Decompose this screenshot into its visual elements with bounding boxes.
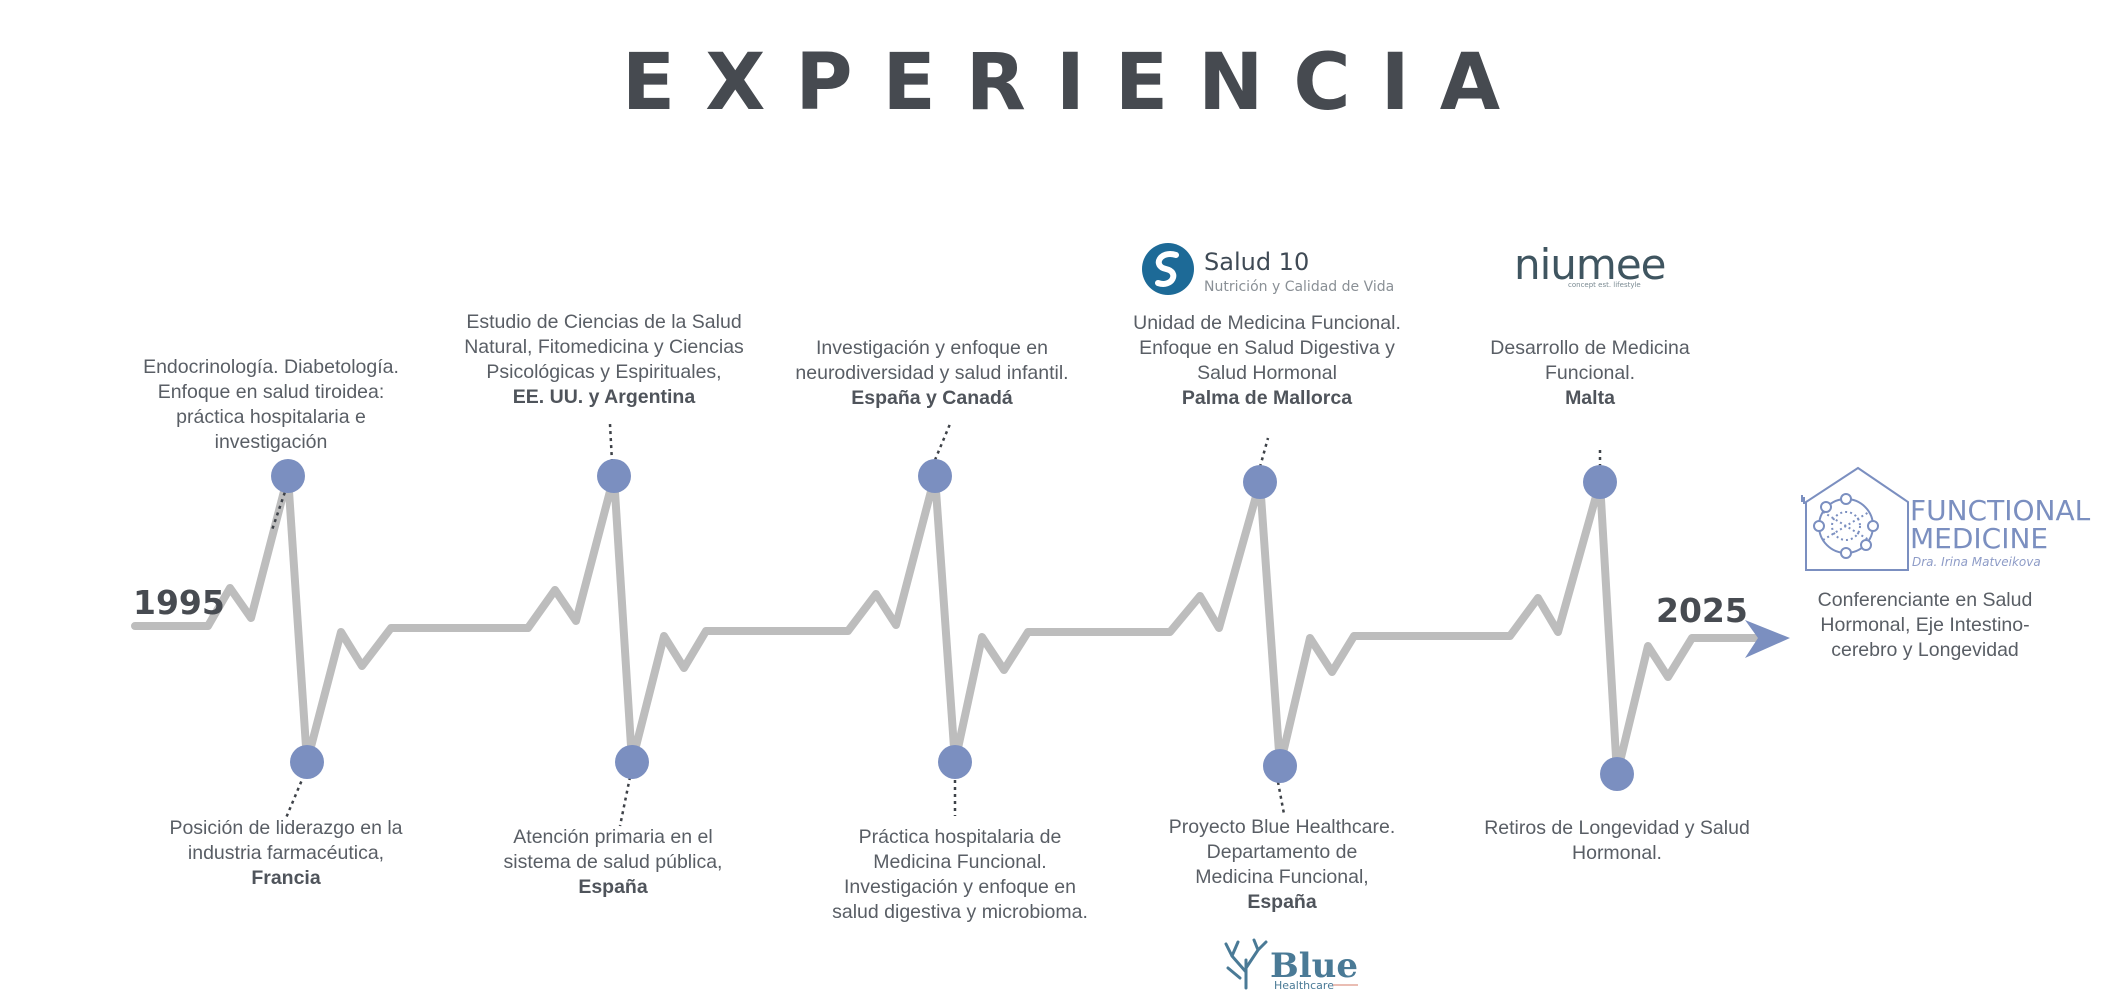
salud10-tagline: Nutrición y Calidad de Vida <box>1204 279 1394 295</box>
caption-m10: Retiros de Longevidad y Salud Hormonal. <box>1467 816 1767 866</box>
functional-medicine-logo: FUNCTIONAL MEDICINE Dra. Irina Matveikov… <box>1801 466 2091 571</box>
node-m4 <box>615 745 649 779</box>
caption-line: Enfoque en salud tiroidea: <box>157 381 385 403</box>
caption-line: Conferenciante en Salud <box>1817 589 2033 611</box>
salud10-name: Salud 10 <box>1204 248 1309 276</box>
caption-line: Proyecto Blue Healthcare. <box>1168 816 1396 838</box>
niumee-tagline: concept est. lifestyle <box>1568 281 1641 289</box>
caption-m7: Unidad de Medicina Funcional. Enfoque en… <box>1107 311 1427 411</box>
connector-m8 <box>1276 781 1286 815</box>
end-arrow-icon <box>1745 620 1790 658</box>
caption-line: Estudio de Ciencias de la Salud <box>466 311 742 333</box>
caption-line: Atención primaria en el <box>513 826 713 848</box>
caption-line: Posición de liderazgo en la <box>169 817 403 839</box>
niumee-logo: niumee concept est. lifestyle <box>1514 240 1667 289</box>
caption-place: Francia <box>251 867 321 889</box>
caption-line: cerebro y Longevidad <box>1831 639 2019 661</box>
connector-m5 <box>933 423 952 461</box>
caption-m11: Conferenciante en Salud Hormonal, Eje In… <box>1800 588 2050 663</box>
page-title: EXPERIENCIA <box>621 38 1531 128</box>
caption-m4: Atención primaria en el sistema de salud… <box>463 825 763 900</box>
caption-line: Medicina Funcional. <box>873 851 1047 873</box>
caption-m9: Desarrollo de Medicina Funcional. Malta <box>1465 336 1715 411</box>
node-m10 <box>1600 757 1634 791</box>
connector-m1 <box>270 485 289 531</box>
connector-m3 <box>608 423 614 463</box>
blue-healthcare-logo: Blue Healthcare <box>1224 938 1358 992</box>
start-year: 1995 <box>133 583 225 622</box>
coral-icon <box>1224 938 1268 990</box>
caption-line: Endocrinología. Diabetología. <box>143 356 399 378</box>
caption-place: EE. UU. y Argentina <box>512 386 696 408</box>
caption-line: Medicina Funcional, <box>1195 866 1369 888</box>
caption-place: España y Canadá <box>851 387 1013 409</box>
connector-m7 <box>1258 437 1270 468</box>
caption-line: Funcional. <box>1545 362 1635 384</box>
caption-m1: Endocrinología. Diabetología. Enfoque en… <box>121 355 421 455</box>
connectors <box>270 423 1602 827</box>
caption-line: práctica hospitalaria e <box>176 406 366 428</box>
caption-line: Retiros de Longevidad y Salud <box>1484 817 1750 839</box>
node-m2 <box>290 745 324 779</box>
end-year: 2025 <box>1656 591 1748 630</box>
caption-line: Natural, Fitomedicina y Ciencias <box>464 336 744 358</box>
caption-m2: Posición de liderazgo en la industria fa… <box>136 816 436 891</box>
caption-place: España <box>578 876 648 898</box>
caption-m6: Práctica hospitalaria de Medicina Funcio… <box>800 825 1120 925</box>
functional-signature: Dra. Irina Matveikova <box>1912 555 2041 569</box>
heartbeat-line <box>131 472 1764 778</box>
caption-line: investigación <box>214 431 328 453</box>
node-m6 <box>938 745 972 779</box>
niumee-name: niumee <box>1514 240 1666 289</box>
caption-line: Enfoque en Salud Digestiva y <box>1139 337 1395 359</box>
caption-line: Investigación y enfoque en <box>815 337 1048 359</box>
node-m9 <box>1583 465 1617 499</box>
caption-place: España <box>1247 891 1317 913</box>
blue-tagline: Healthcare <box>1274 979 1334 992</box>
caption-line: Hormonal, Eje Intestino- <box>1820 614 2030 636</box>
node-m1 <box>271 459 305 493</box>
functional-line1: FUNCTIONAL <box>1910 494 2091 527</box>
caption-line: Desarrollo de Medicina <box>1490 337 1690 359</box>
caption-m8: Proyecto Blue Healthcare. Departamento d… <box>1132 815 1432 915</box>
caption-place: Malta <box>1565 387 1615 409</box>
blue-name: Blue <box>1270 946 1358 986</box>
caption-place: Palma de Mallorca <box>1181 387 1353 409</box>
node-m3 <box>597 459 631 493</box>
caption-m5: Investigación y enfoque en neurodiversid… <box>772 336 1092 411</box>
caption-line: Salud Hormonal <box>1197 362 1337 384</box>
caption-line: neurodiversidad y salud infantil. <box>795 362 1069 384</box>
house-icon <box>1801 466 1909 571</box>
caption-line: Psicológicas y Espirituales, <box>486 361 722 383</box>
caption-line: Unidad de Medicina Funcional. <box>1133 312 1401 334</box>
caption-line: Práctica hospitalaria de <box>858 826 1062 848</box>
node-m7 <box>1243 465 1277 499</box>
caption-m3: Estudio de Ciencias de la Salud Natural,… <box>444 310 764 410</box>
salud10-logo: Salud 10 Nutrición y Calidad de Vida <box>1142 243 1394 295</box>
caption-line: industria farmacéutica, <box>187 842 385 864</box>
caption-line: Hormonal. <box>1572 842 1662 864</box>
node-m5 <box>918 459 952 493</box>
caption-line: Investigación y enfoque en <box>843 876 1076 898</box>
functional-line2: MEDICINE <box>1910 522 2048 555</box>
connector-m4 <box>618 776 632 827</box>
node-m8 <box>1263 749 1297 783</box>
caption-line: Departamento de <box>1206 841 1358 863</box>
caption-line: salud digestiva y microbioma. <box>832 901 1088 923</box>
connector-m2 <box>284 774 306 819</box>
caption-line: sistema de salud pública, <box>503 851 723 873</box>
nodes <box>271 459 1634 791</box>
